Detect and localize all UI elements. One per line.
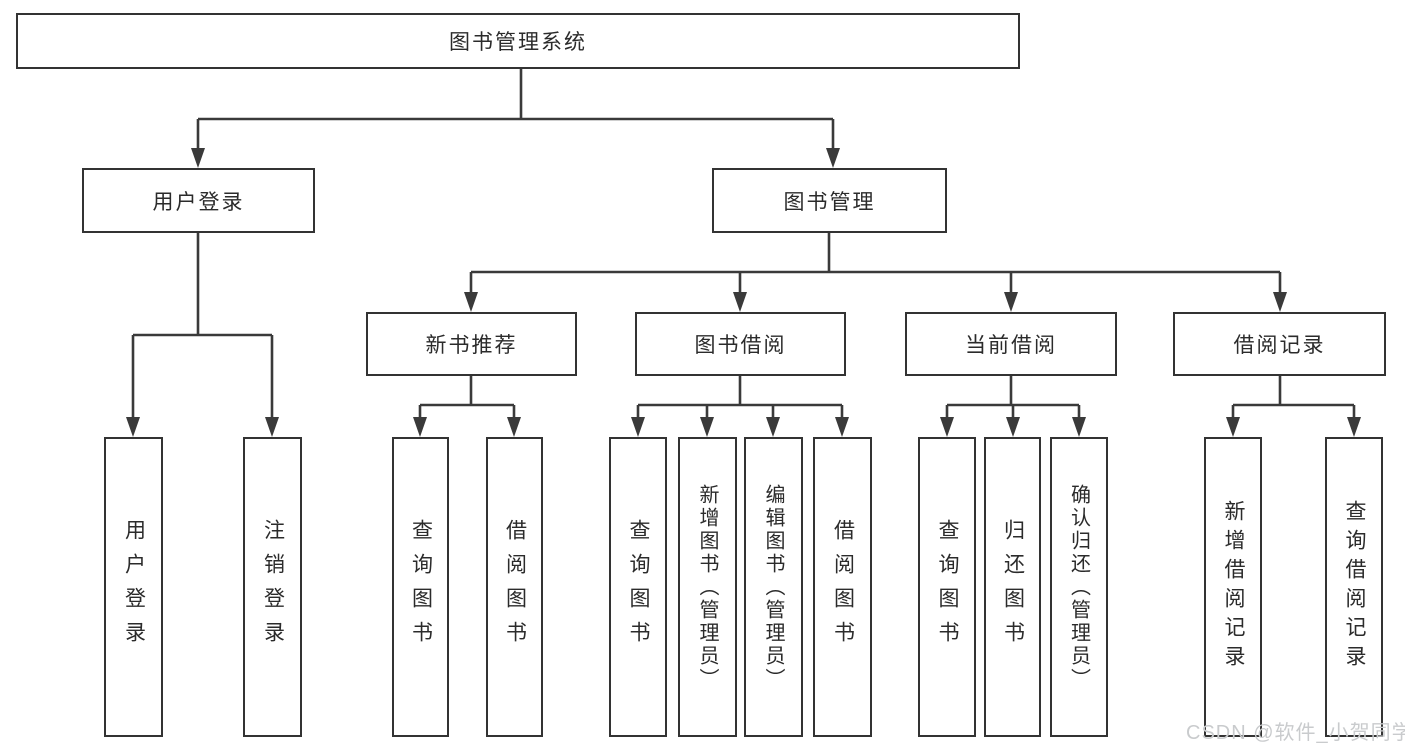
node-query-books-borrowing-label: 查询图书 — [627, 519, 650, 655]
node-user-login-leaf-label: 用户登录 — [122, 519, 146, 655]
node-book-borrowing-label: 图书借阅 — [694, 334, 787, 357]
csdn-watermark: CSDN @软件_小贺同学 — [1186, 722, 1405, 744]
node-query-books-borrowing: 查询图书 — [609, 437, 667, 737]
node-borrow-records: 借阅记录 — [1173, 312, 1386, 376]
node-query-books-current: 查询图书 — [918, 437, 976, 737]
node-add-books-admin: 新增图书（管理员） — [678, 437, 737, 737]
node-query-books-recommend: 查询图书 — [392, 437, 449, 737]
node-book-management-label: 图书管理 — [783, 190, 876, 214]
node-new-book-recommend-label: 新书推荐 — [425, 334, 518, 357]
node-edit-books-admin: 编辑图书（管理员） — [744, 437, 803, 737]
node-book-borrowing: 图书借阅 — [635, 312, 846, 376]
node-borrow-books-borrowing-label: 借阅图书 — [831, 519, 855, 655]
node-add-borrow-record-label: 新增借阅记录 — [1222, 500, 1245, 674]
node-logout-leaf-label: 注销登录 — [261, 519, 285, 655]
node-new-book-recommend: 新书推荐 — [366, 312, 577, 376]
node-query-books-recommend-label: 查询图书 — [409, 519, 433, 655]
node-confirm-return-admin: 确认归还（管理员） — [1050, 437, 1108, 737]
node-user-login-leaf: 用户登录 — [104, 437, 163, 737]
node-query-books-current-label: 查询图书 — [936, 519, 959, 655]
node-borrow-books-recommend: 借阅图书 — [486, 437, 543, 737]
node-logout-leaf: 注销登录 — [243, 437, 302, 737]
node-borrow-records-label: 借阅记录 — [1233, 334, 1326, 357]
node-return-books: 归还图书 — [984, 437, 1041, 737]
node-root-library-system: 图书管理系统 — [16, 13, 1020, 69]
node-current-borrowing: 当前借阅 — [905, 312, 1117, 376]
node-add-books-admin-label: 新增图书（管理员） — [696, 483, 718, 691]
node-book-management: 图书管理 — [712, 168, 947, 233]
node-user-login-label: 用户登录 — [152, 190, 245, 214]
node-borrow-books-recommend-label: 借阅图书 — [503, 519, 527, 655]
node-current-borrowing-label: 当前借阅 — [965, 334, 1057, 357]
node-confirm-return-admin-label: 确认归还（管理员） — [1067, 483, 1090, 691]
node-add-borrow-record: 新增借阅记录 — [1204, 437, 1262, 737]
node-query-borrow-record-label: 查询借阅记录 — [1343, 500, 1366, 674]
node-edit-books-admin-label: 编辑图书（管理员） — [762, 483, 784, 691]
node-borrow-books-borrowing: 借阅图书 — [813, 437, 872, 737]
node-query-borrow-record: 查询借阅记录 — [1325, 437, 1383, 737]
node-user-login: 用户登录 — [82, 168, 315, 233]
node-root-label: 图书管理系统 — [449, 31, 587, 54]
node-return-books-label: 归还图书 — [1001, 519, 1025, 655]
